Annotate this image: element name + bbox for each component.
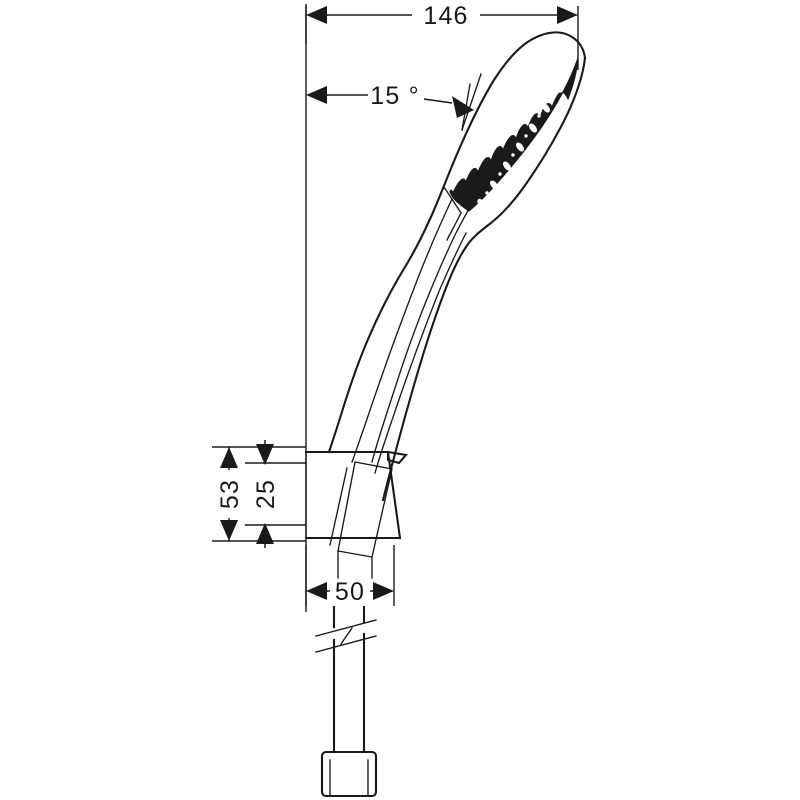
arrow-right-icon (373, 582, 394, 600)
dimension-overall-length: 146 (305, 2, 579, 70)
wall-bracket (304, 450, 409, 579)
shower-hose (315, 605, 378, 798)
hose-break-symbol-icon (315, 619, 377, 653)
handle-internal-lines (351, 191, 480, 474)
dimension-label-146: 146 (423, 2, 468, 30)
arrow-up-icon (256, 523, 274, 544)
dimension-label-53: 53 (216, 479, 244, 509)
arrow-down-icon (220, 520, 238, 541)
dimension-label-15deg: 15 ° (370, 82, 420, 110)
dimension-bracket-inner-height: 25 (245, 440, 306, 548)
arrow-left-icon (306, 582, 327, 600)
handle-bracket-junction (443, 186, 462, 241)
spray-face (449, 57, 579, 212)
shower-head-body (327, 31, 587, 502)
arrow-left-icon (306, 86, 327, 104)
arrow-left-icon (306, 6, 327, 24)
dimension-label-50: 50 (335, 578, 365, 606)
arrow-down-icon (256, 444, 274, 465)
dimension-bracket-projection: 50 (305, 545, 395, 606)
dimension-label-25: 25 (252, 479, 280, 509)
arrow-up-icon (220, 447, 238, 468)
spray-nozzles (477, 71, 568, 208)
dimension-spray-angle: 15 ° (306, 73, 482, 131)
arrow-right-icon (557, 6, 578, 24)
